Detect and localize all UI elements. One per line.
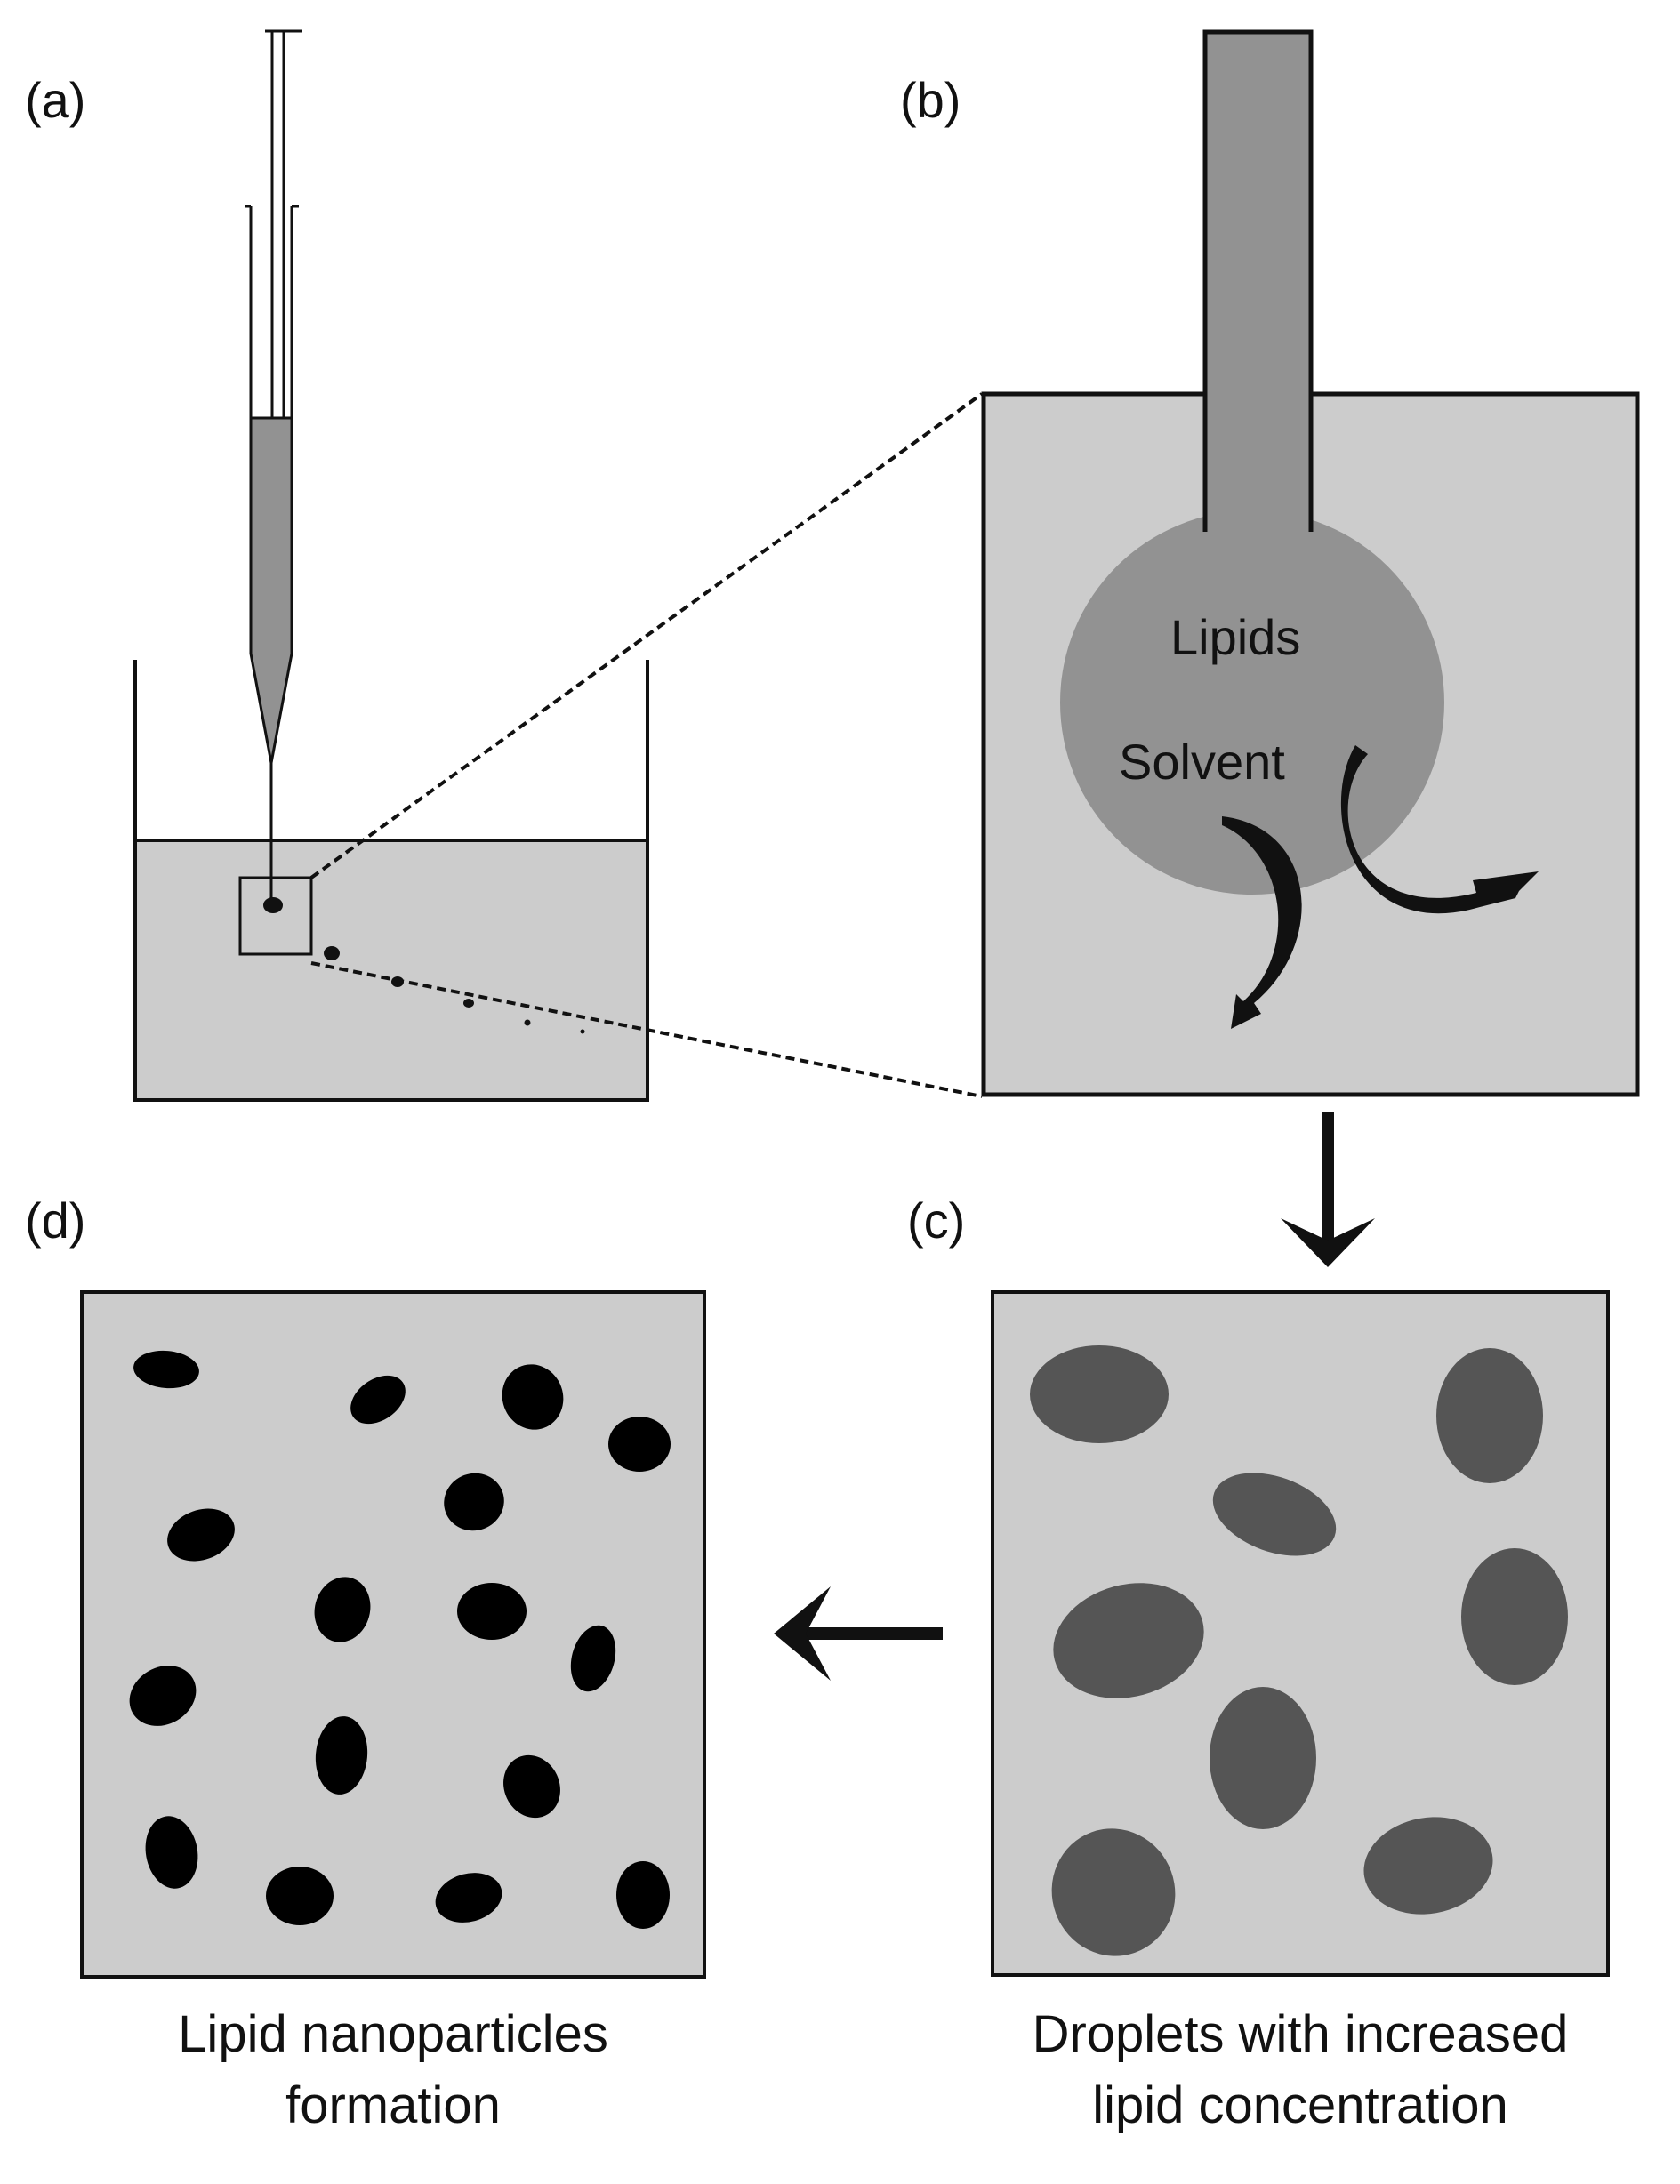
droplet [1436,1348,1543,1483]
droplet-trail [524,1019,531,1026]
droplet-trail [463,999,474,1008]
droplet [1461,1548,1568,1685]
droplet-trail [324,946,340,960]
nanoparticle [315,1716,368,1795]
caption-d-line2: formation [285,2076,501,2134]
nanoparticle [444,1473,504,1531]
diffusion-arrow-down [1222,816,1302,1029]
caption-c-line2: lipid concentration [1092,2076,1508,2134]
arrow-b-to-c [1281,1112,1375,1267]
nanoparticle [570,1625,616,1692]
panel-label-d: (d) [25,1192,85,1249]
lipids-label: Lipids [1170,609,1300,665]
needle-shaft [1205,32,1311,530]
syringe-lipid-solution [249,416,293,764]
beaker-liquid [133,839,649,1102]
droplet [1030,1345,1169,1443]
droplet [1053,1583,1204,1698]
panel-c [991,1290,1610,1977]
nanoparticle [350,1375,406,1425]
nanoparticle [457,1583,527,1640]
nanoparticle [266,1867,334,1925]
caption-d-line1: Lipid nanoparticles [178,2005,608,2063]
panel-a [133,29,984,1102]
nanoparticle [503,1754,560,1819]
droplet [1210,1687,1316,1829]
syringe-plunger [265,29,302,418]
zoom-line-top [309,392,984,879]
panel-d [80,1290,706,1979]
panel-label-b: (b) [900,72,961,128]
droplet [1051,1828,1176,1956]
nanoparticle [314,1577,371,1642]
nanoparticle [145,1816,198,1889]
nanoparticle [616,1861,670,1929]
solvent-label: Solvent [1119,734,1285,790]
diffusion-arrow-right [1340,745,1539,914]
nanoparticle [133,1350,199,1389]
droplet-at-needle [263,897,283,913]
panel-b: Lipids Solvent [981,29,1640,1097]
nanoparticle [502,1364,564,1430]
caption-c-line1: Droplets with increased [1033,2005,1569,2063]
needle-shaft-outline [1202,29,1314,532]
panel-label-c: (c) [907,1192,965,1249]
nanoparticle [129,1666,197,1726]
nanoparticle [167,1508,235,1562]
droplet-trail [580,1029,585,1034]
nanoparticle [435,1873,502,1923]
droplet [1212,1473,1337,1556]
syringe-barrel [245,205,299,418]
zoom-line-bottom [310,961,983,1098]
panel-label-a: (a) [25,72,85,128]
arrow-c-to-d [774,1586,943,1681]
zoom-box [238,876,313,956]
droplet [1363,1817,1493,1915]
nanoparticle [608,1417,671,1472]
